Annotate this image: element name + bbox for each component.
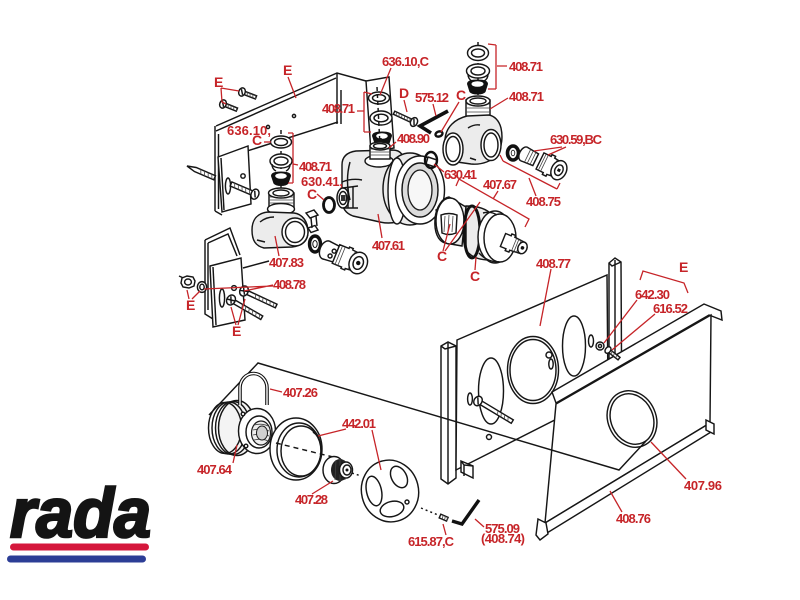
svg-text:408.71: 408.71	[299, 159, 332, 174]
svg-text:C: C	[456, 87, 466, 103]
svg-text:630.59,BC: 630.59,BC	[550, 132, 603, 147]
svg-text:E: E	[679, 259, 688, 275]
svg-text:408.71: 408.71	[509, 89, 544, 104]
svg-text:408.78: 408.78	[273, 277, 306, 292]
svg-text:407.83: 407.83	[269, 255, 304, 270]
svg-text:(408.74): (408.74)	[481, 531, 525, 546]
svg-text:D: D	[399, 85, 409, 101]
svg-text:C: C	[437, 248, 447, 264]
svg-text:407.61: 407.61	[372, 238, 405, 253]
svg-text:636.10,C: 636.10,C	[382, 54, 430, 69]
svg-text:575.12: 575.12	[415, 90, 449, 105]
svg-text:E: E	[232, 323, 241, 339]
svg-text:E: E	[186, 297, 195, 313]
svg-text:E: E	[283, 62, 292, 78]
svg-text:C: C	[252, 132, 262, 148]
svg-text:rada: rada	[10, 474, 151, 552]
svg-text:C: C	[307, 186, 317, 202]
svg-text:616.52: 616.52	[653, 301, 688, 316]
svg-text:408.76: 408.76	[616, 511, 651, 526]
svg-text:407.26: 407.26	[283, 385, 318, 400]
svg-text:407.28: 407.28	[295, 492, 328, 507]
svg-text:642.30: 642.30	[635, 287, 670, 302]
svg-text:407.67: 407.67	[483, 177, 517, 192]
svg-text:408.71: 408.71	[509, 59, 543, 74]
svg-text:636.10,: 636.10,	[227, 123, 271, 138]
svg-text:630.41,: 630.41,	[301, 174, 343, 189]
svg-text:E: E	[214, 74, 223, 90]
svg-text:407.64: 407.64	[197, 462, 233, 477]
svg-text:615.87,C: 615.87,C	[408, 534, 455, 549]
svg-text:575.09: 575.09	[485, 521, 520, 536]
svg-text:408.71: 408.71	[322, 101, 355, 116]
svg-text:408.75: 408.75	[526, 194, 561, 209]
svg-text:630.41: 630.41	[444, 167, 477, 182]
svg-text:408.77: 408.77	[536, 256, 571, 271]
svg-text:408.90: 408.90	[397, 131, 430, 146]
svg-text:C: C	[470, 268, 480, 284]
svg-text:407.96: 407.96	[684, 478, 722, 493]
svg-text:442.01: 442.01	[342, 416, 376, 431]
